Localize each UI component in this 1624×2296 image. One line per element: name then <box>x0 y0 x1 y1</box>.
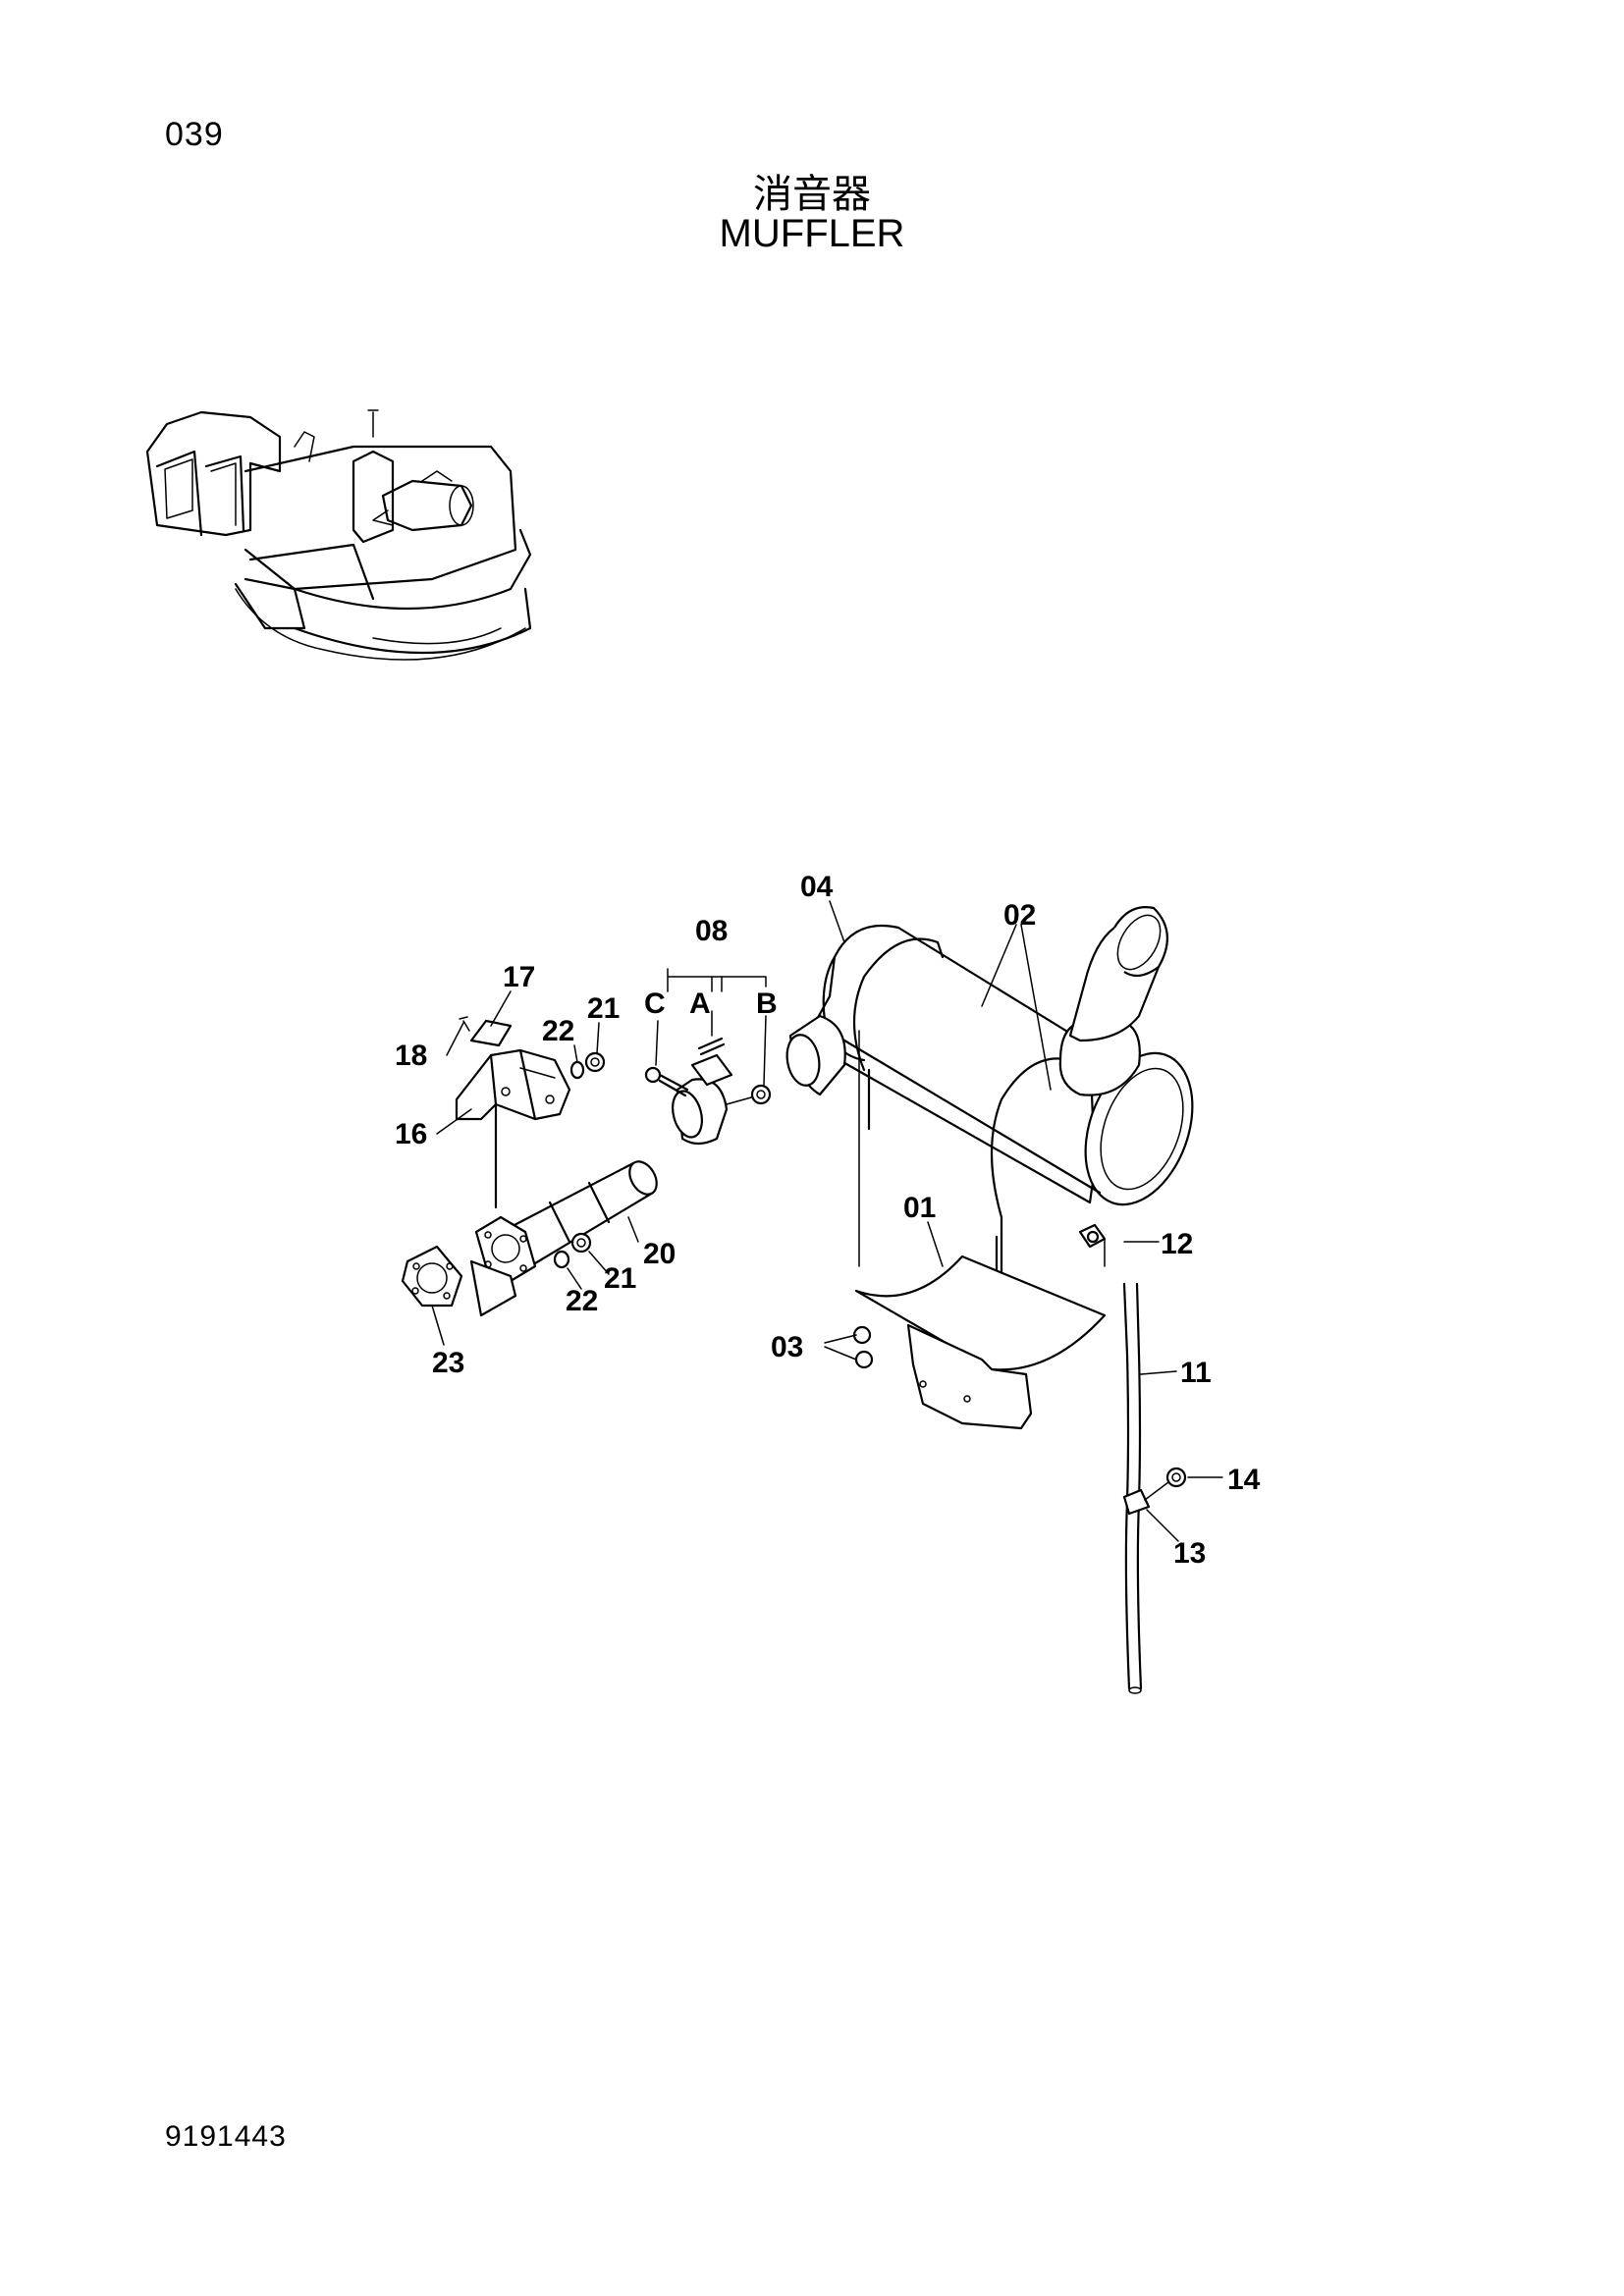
exhaust-pipe <box>401 1160 658 1317</box>
document-number: 9191443 <box>165 2120 287 2153</box>
callout-03: 03 <box>771 1331 803 1363</box>
excavator-locator-drawing <box>145 409 532 661</box>
callout-21-lower: 21 <box>604 1262 636 1295</box>
muffler-body <box>785 906 1194 1278</box>
callout-22-upper: 22 <box>542 1015 574 1047</box>
bracket-assembly <box>455 1016 606 1209</box>
callout-23: 23 <box>432 1347 464 1379</box>
callout-01: 01 <box>903 1192 936 1224</box>
drain-pipe <box>1078 1223 1187 1694</box>
callout-08: 08 <box>695 915 728 947</box>
callout-22-lower: 22 <box>566 1285 598 1317</box>
callout-C: C <box>644 988 666 1020</box>
page-title: MUFFLER <box>719 212 905 255</box>
callout-21-upper: 21 <box>587 992 620 1025</box>
callout-A: A <box>689 988 711 1020</box>
callout-20: 20 <box>643 1238 676 1270</box>
callout-B: B <box>756 988 778 1020</box>
page-number: 039 <box>165 116 224 153</box>
clamp-assembly <box>644 1037 772 1146</box>
callout-14: 14 <box>1227 1464 1261 1496</box>
callout-11: 11 <box>1180 1357 1212 1389</box>
callout-04: 04 <box>800 871 834 903</box>
muffler-cover <box>852 1255 1107 1430</box>
callout-13: 13 <box>1173 1537 1206 1570</box>
callout-17: 17 <box>503 961 535 993</box>
page-title-chinese: 消音器 <box>753 172 871 217</box>
callout-18: 18 <box>395 1040 427 1072</box>
callout-16: 16 <box>395 1118 427 1150</box>
callout-12: 12 <box>1161 1228 1193 1260</box>
callout-02: 02 <box>1003 899 1036 932</box>
callout-leaders <box>431 900 1223 1542</box>
